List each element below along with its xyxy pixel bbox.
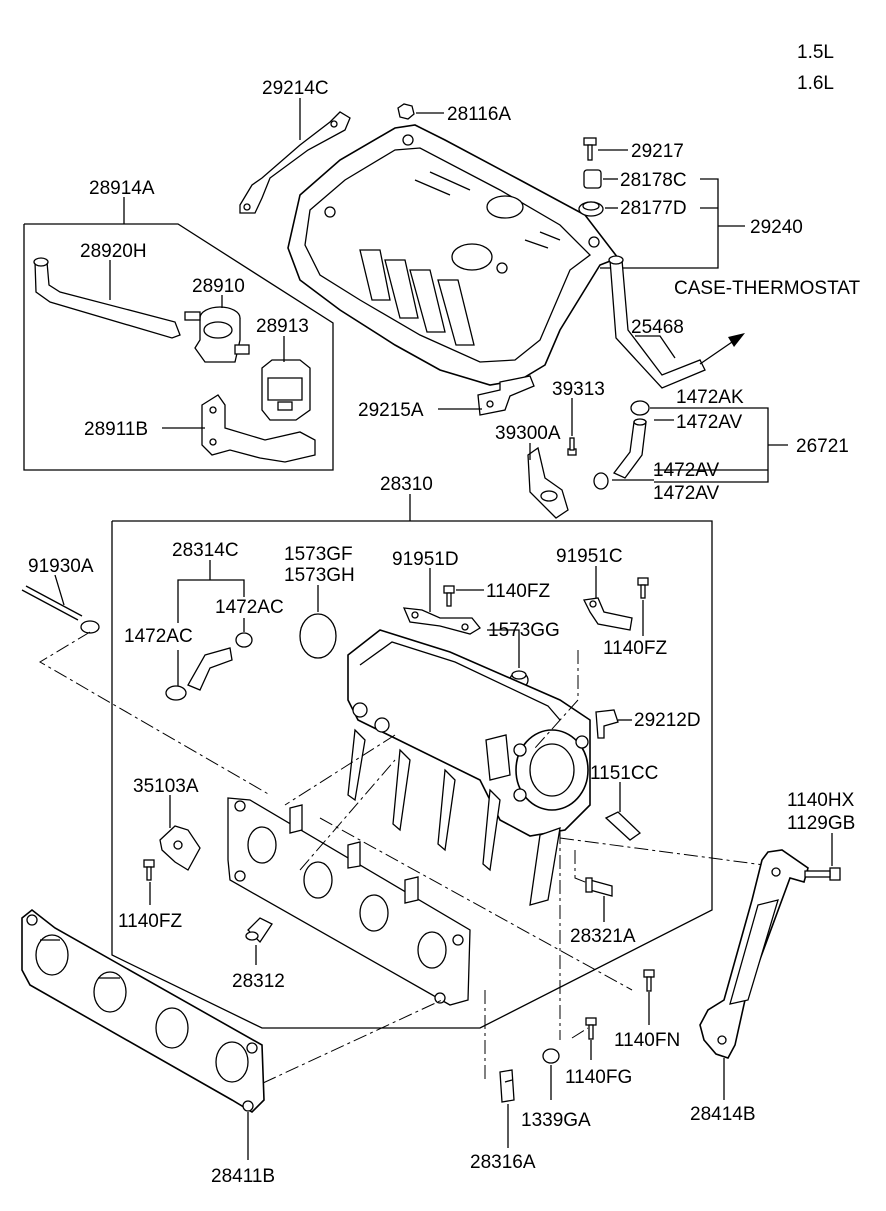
- label-28316A: 28316A: [470, 1152, 536, 1173]
- bracket-29215A: [477, 375, 535, 416]
- nut-28116A: [397, 103, 415, 120]
- label-91951D: 91951D: [392, 549, 459, 570]
- washer-1339GA: [542, 1048, 560, 1064]
- valve-28910: [184, 306, 250, 363]
- label-28116A: 28116A: [447, 104, 511, 125]
- stay-28414B: [699, 849, 809, 1059]
- spacer-28178C: [583, 169, 602, 189]
- label-case-thermostat: CASE-THERMOSTAT: [674, 278, 861, 299]
- bolt-28321A: [585, 877, 613, 897]
- label-39300A: 39300A: [495, 423, 561, 444]
- label-28911B: 28911B: [84, 419, 148, 440]
- engine-variant-1: 1.5L: [797, 42, 834, 63]
- clamp-1472AK: [630, 400, 650, 416]
- bolt-1140HX: [804, 867, 841, 881]
- label-29214C: 29214C: [262, 78, 329, 99]
- bolt-1140FZ-left: [143, 859, 155, 881]
- label-28321A: 28321A: [570, 926, 636, 947]
- label-1472AV-mid: 1472AV: [653, 460, 720, 481]
- label-26721: 26721: [796, 436, 849, 457]
- hose-28920H: [33, 257, 181, 339]
- label-1140FG: 1140FG: [565, 1067, 632, 1088]
- engine-variant-2: 1.6L: [797, 73, 834, 94]
- label-1339GA: 1339GA: [521, 1110, 591, 1131]
- label-1140FN: 1140FN: [614, 1030, 680, 1051]
- label-1573GF: 1573GF: [284, 544, 353, 565]
- bracket-29214C: [239, 111, 351, 214]
- label-28314C: 28314C: [172, 540, 239, 561]
- bolt-1140FN: [643, 969, 655, 992]
- hose-26721: [612, 418, 647, 479]
- label-1472AC-left: 1472AC: [124, 626, 193, 647]
- group-box-28310: [111, 520, 713, 1029]
- bolt-29217: [583, 137, 597, 161]
- label-29212D: 29212D: [634, 710, 701, 731]
- label-1140FZ-left: 1140FZ: [118, 911, 182, 932]
- sensor-39300A: [527, 446, 569, 519]
- connector-28913: [261, 359, 311, 421]
- bolt-1140FG: [585, 1017, 597, 1040]
- label-28910: 28910: [192, 276, 245, 297]
- label-25468: 25468: [631, 317, 684, 338]
- bracket-28911B: [201, 394, 316, 463]
- label-1140FZ-right: 1140FZ: [603, 638, 667, 659]
- ground-cable-91930A: [21, 585, 100, 634]
- label-28411B: 28411B: [211, 1166, 275, 1187]
- label-1472AK: 1472AK: [676, 387, 744, 408]
- fitting-29212D: [595, 709, 619, 739]
- gasket-28411B: [21, 908, 265, 1114]
- bolt-1140FZ-right: [637, 577, 649, 599]
- label-29217: 29217: [631, 141, 684, 162]
- bracket-28316A: [499, 1069, 515, 1103]
- label-1472AC-right: 1472AC: [215, 597, 284, 618]
- label-1472AV-bottom: 1472AV: [653, 483, 720, 504]
- label-1472AV-top: 1472AV: [676, 412, 743, 433]
- bracket-35103A: [159, 825, 201, 871]
- label-1129GB: 1129GB: [787, 813, 855, 834]
- bracket-91951D: [402, 607, 481, 635]
- label-28312: 28312: [232, 971, 285, 992]
- label-91930A: 91930A: [28, 556, 94, 577]
- bolt-1140FZ-top: [443, 585, 455, 607]
- group-box-28914A: [23, 223, 334, 471]
- bolt-39313: [567, 437, 577, 456]
- hose-25468: [608, 255, 706, 389]
- sensor-28312: [245, 917, 273, 944]
- bracket-91951C: [583, 597, 633, 631]
- label-1573GH: 1573GH: [284, 565, 355, 586]
- label-28178C: 28178C: [620, 170, 687, 191]
- label-28310: 28310: [380, 474, 433, 495]
- label-28914A: 28914A: [89, 178, 155, 199]
- clamp-1472AV: [593, 472, 609, 490]
- label-1140FZ-top: 1140FZ: [486, 581, 550, 602]
- intake-manifold: [227, 629, 591, 1006]
- engine-cover: [287, 124, 620, 386]
- label-29240: 29240: [750, 217, 803, 238]
- label-1151CC: 1151CC: [590, 763, 658, 784]
- label-1573GG: 1573GG: [488, 620, 560, 641]
- label-1140HX: 1140HX: [787, 790, 855, 811]
- pcv-hose-28314C: [165, 632, 253, 701]
- label-28177D: 28177D: [620, 198, 687, 219]
- stud-1151CC: [604, 811, 642, 841]
- plug-1573GF: [299, 613, 337, 659]
- label-28913: 28913: [256, 316, 309, 337]
- label-29215A: 29215A: [358, 400, 424, 421]
- label-28414B: 28414B: [690, 1104, 756, 1125]
- label-91951C: 91951C: [556, 546, 623, 567]
- label-35103A: 35103A: [133, 776, 199, 797]
- grommet-28177D: [578, 201, 604, 217]
- label-28920H: 28920H: [80, 241, 147, 262]
- label-39313: 39313: [552, 379, 605, 400]
